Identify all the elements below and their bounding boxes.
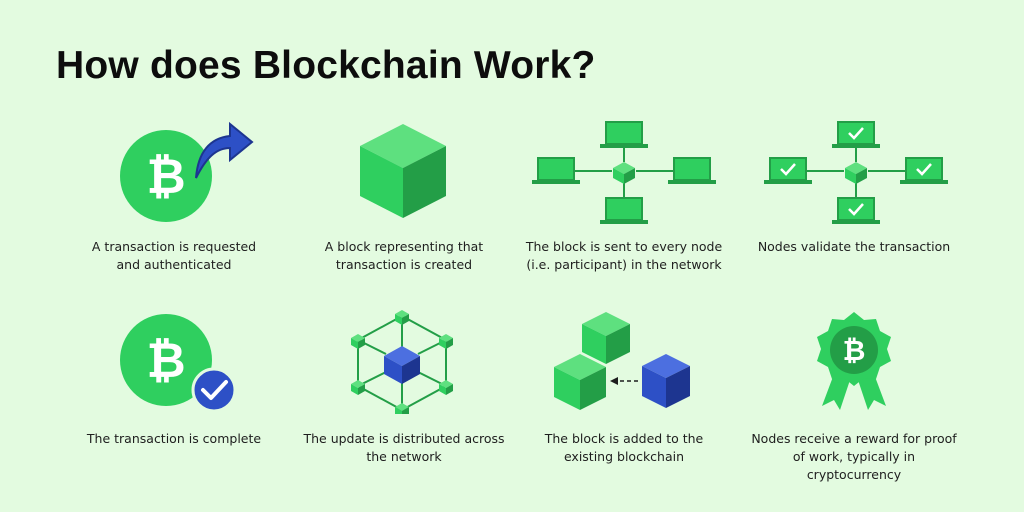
step-8: ₿ Nodes receive a reward for proof of wo… [738, 310, 970, 495]
step-5: ₿ The transaction is complete [58, 310, 290, 495]
step-3: The block is sent to every node (i.e. pa… [508, 118, 740, 278]
svg-text:₿: ₿ [146, 335, 185, 388]
distributed-cubes-icon [288, 310, 520, 414]
network-computers-icon [508, 118, 740, 226]
reward-badge-icon: ₿ [738, 310, 970, 414]
step-caption: Nodes receive a reward for proof of work… [751, 431, 957, 482]
validated-network-icon [738, 118, 970, 226]
step-caption: A transaction is requested and authentic… [91, 239, 257, 272]
step-caption: The block is sent to every node (i.e. pa… [525, 239, 723, 272]
cube-icon [288, 118, 520, 226]
step-caption: The update is distributed across the net… [303, 431, 505, 464]
step-caption: The block is added to the existing block… [544, 431, 704, 464]
blockchain-add-icon [508, 310, 740, 414]
step-caption: The transaction is complete [86, 431, 262, 446]
bitcoin-arrow-icon: ₿ [58, 118, 290, 226]
bitcoin-check-icon: ₿ [58, 310, 290, 414]
step-4: Nodes validate the transaction [738, 118, 970, 278]
svg-text:₿: ₿ [843, 335, 866, 366]
step-caption: Nodes validate the transaction [757, 239, 951, 254]
step-caption: A block representing that transaction is… [324, 239, 484, 272]
page-title: How does Blockchain Work? [56, 44, 596, 87]
step-2: A block representing that transaction is… [288, 118, 520, 278]
svg-text:₿: ₿ [146, 151, 185, 204]
step-1: ₿ A transaction is requested and authent… [58, 118, 290, 278]
step-7: The block is added to the existing block… [508, 310, 740, 495]
step-6: The update is distributed across the net… [288, 310, 520, 495]
